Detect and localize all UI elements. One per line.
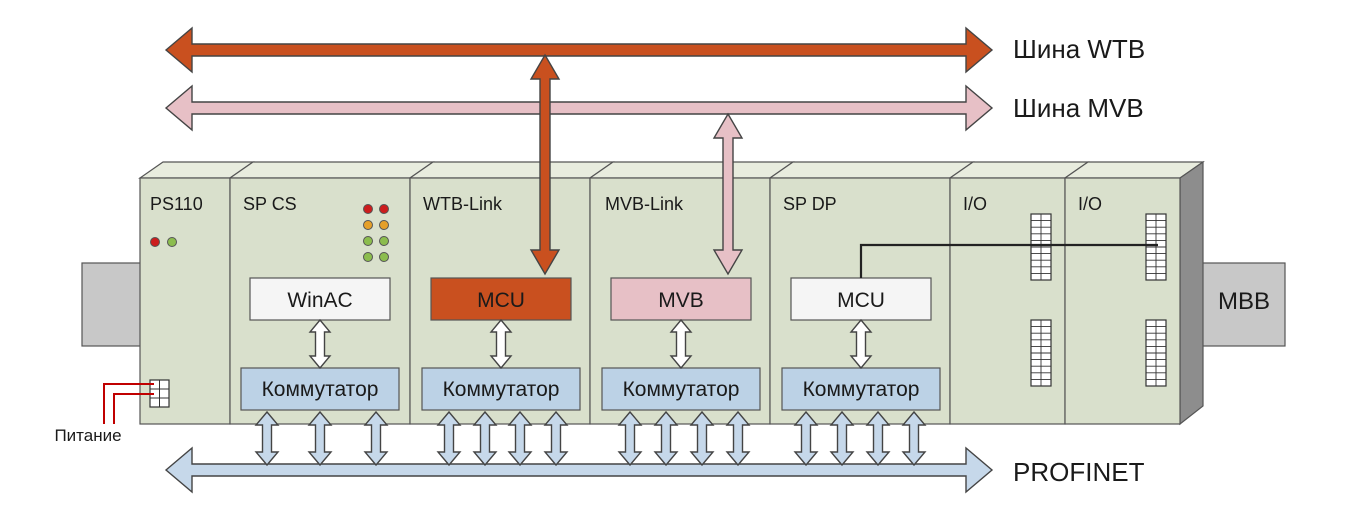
module-top-io2 [1063,161,1205,179]
module-title-io2: I/O [1078,194,1102,214]
profinet-port-arrow [363,410,389,467]
power-wire [103,383,154,424]
module-title-mvblink: MVB-Link [605,194,684,214]
profinet-bus-arrow [164,446,994,494]
switch-mvblink [601,367,761,411]
switch-spcs [240,367,400,411]
switch-spcs-label: Коммутатор [262,378,379,401]
profinet-port-arrow [725,410,751,467]
module-top-wtblink [408,161,615,179]
module-title-spdp: SP DP [783,194,837,214]
switch-spdp [781,367,941,411]
internal-link-arrow [489,318,513,370]
bus-profinet-label: PROFINET [1013,457,1145,487]
profinet-port-arrow [254,410,280,467]
block-mcu-dp-label: MCU [837,289,885,312]
mvb-bus-arrow [164,84,994,132]
profinet-port-arrow [901,410,927,467]
profinet-port-arrow [689,410,715,467]
bus-mvb-label: Шина MVB [1013,93,1144,123]
profinet-port-arrow [865,410,891,467]
switch-mvblink-label: Коммутатор [623,378,740,401]
module-top-spcs [228,161,435,179]
led-icon [150,237,160,247]
profinet-port-arrow [653,410,679,467]
module-title-ps110: PS110 [150,194,203,214]
internal-link-arrow [669,318,693,370]
power-wire [113,393,154,424]
wtb-bus-arrow [164,26,994,74]
profinet-port-arrow [472,410,498,467]
bus-wtb-label: Шина WTB [1013,34,1145,64]
profinet-port-arrow [793,410,819,467]
io-wire [859,243,1158,278]
switch-spdp-label: Коммутатор [803,378,920,401]
led-matrix [363,204,389,262]
profinet-port-arrow [507,410,533,467]
switch-wtblink [421,367,581,411]
io-connectors [1030,213,1167,387]
internal-link-arrow [308,318,332,370]
rail-label: MBB [1218,288,1270,315]
module-side [1179,160,1204,426]
power-label: Питание [54,426,121,445]
module-top-io1 [948,161,1090,179]
block-mcu-dp [790,277,932,321]
block-mvb-label: MVB [658,289,704,312]
block-winac [249,277,391,321]
module-top-spdp [768,161,975,179]
module-title-io1: I/O [963,194,987,214]
din-rail-left [81,262,145,347]
led-icon [167,237,177,247]
profinet-port-arrow [307,410,333,467]
din-rail-right [1199,262,1286,347]
bus-arrows [164,26,994,494]
block-mcu-wtb [430,277,572,321]
profinet-port-arrow [543,410,569,467]
module-title-wtblink: WTB-Link [423,194,503,214]
internal-link-arrow [849,318,873,370]
profinet-port-arrow [829,410,855,467]
wtb-link-arrow [529,53,561,276]
profinet-port-arrow [617,410,643,467]
block-mvb [610,277,752,321]
mvb-link-arrow [712,112,744,276]
power-terminal-icon [149,379,170,408]
profinet-port-arrow [436,410,462,467]
block-mcu-wtb-label: MCU [477,289,525,312]
block-winac-label: WinAC [287,289,352,312]
module-title-spcs: SP CS [243,194,297,214]
switch-wtblink-label: Коммутатор [443,378,560,401]
module-top-mvblink [588,161,795,179]
